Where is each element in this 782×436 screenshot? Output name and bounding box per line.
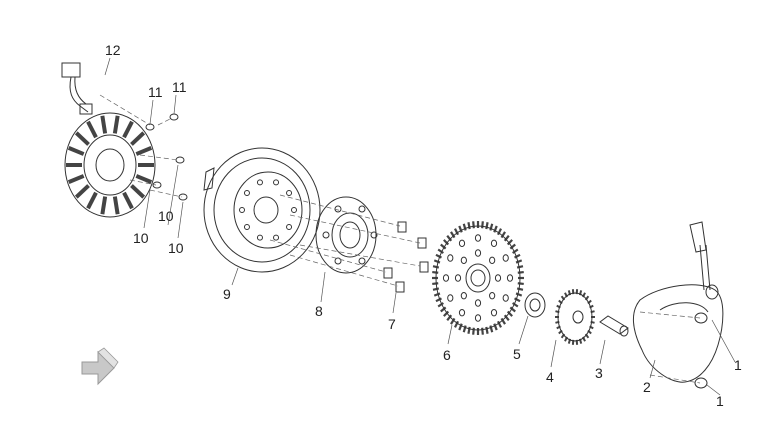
starter-clutch	[315, 196, 378, 274]
callout-labels: 12 11 11 10 10 10 9 8 7 6 5 4 3 2 1 1	[105, 42, 742, 409]
callout-4: 4	[546, 369, 554, 385]
callout-5: 5	[513, 346, 521, 362]
callout-10-right: 10	[168, 240, 184, 256]
flywheel-rotor	[203, 147, 321, 273]
starter-driven-gear	[432, 221, 524, 335]
callout-1-upper: 1	[734, 357, 742, 373]
callout-8: 8	[315, 303, 323, 319]
bolts-7	[383, 221, 429, 293]
starter-cover	[633, 221, 724, 383]
callout-6: 6	[443, 347, 451, 363]
callout-11-left: 11	[148, 84, 163, 100]
callout-2: 2	[643, 379, 651, 395]
callout-12: 12	[105, 42, 121, 58]
callout-3: 3	[595, 365, 603, 381]
screws-10	[152, 156, 188, 201]
stator-coil	[61, 62, 156, 218]
callout-7: 7	[388, 316, 396, 332]
callout-10-middle: 10	[158, 208, 174, 224]
idle-gear-shaft	[599, 315, 629, 337]
bolts-1	[694, 312, 708, 389]
callout-11-right: 11	[172, 79, 187, 95]
needle-bearing	[524, 292, 546, 318]
callout-9: 9	[223, 286, 231, 302]
leader-lines	[104, 57, 736, 396]
idle-gear	[555, 289, 595, 345]
front-direction-arrow-icon	[81, 347, 119, 386]
callout-1-lower: 1	[716, 393, 724, 409]
callout-10-left: 10	[133, 230, 149, 246]
assembly-axes	[99, 94, 701, 384]
